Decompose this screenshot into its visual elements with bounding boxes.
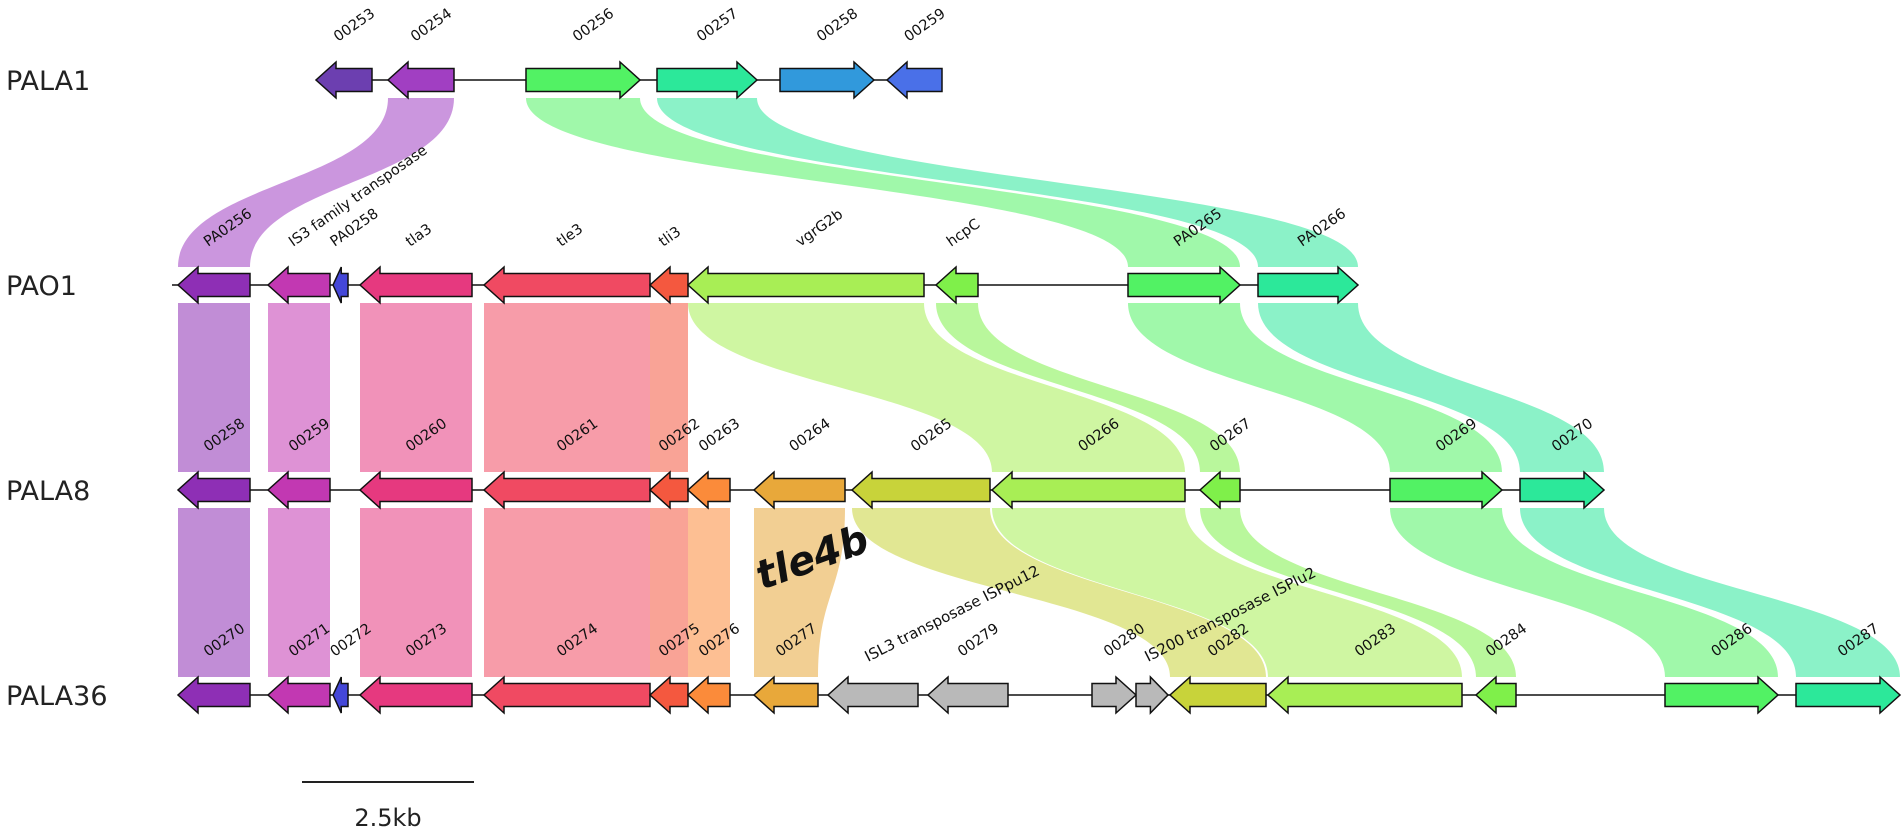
gene-label: hcpC xyxy=(944,216,983,250)
gene-arrow xyxy=(1127,265,1242,305)
gene-arrow xyxy=(1198,470,1241,510)
homology-link xyxy=(1128,303,1502,472)
gene-arrow xyxy=(686,265,925,305)
homology-link xyxy=(178,98,454,267)
gene-arrow xyxy=(648,470,689,510)
gene-arrow xyxy=(648,675,689,715)
homology-link xyxy=(688,508,730,677)
homology-links xyxy=(178,98,1900,677)
gene-label: 00258 xyxy=(814,6,861,46)
homology-link xyxy=(484,303,650,472)
isl3-transposase-label: ISL3 transposase ISPpu12 xyxy=(862,562,1043,666)
gene-label: 00265 xyxy=(908,416,955,456)
gene-arrow xyxy=(1389,470,1504,510)
gene-arrow xyxy=(525,60,642,100)
scale-bar-label: 2.5kb xyxy=(354,804,421,831)
homology-link xyxy=(178,508,250,677)
gene-label: tle3 xyxy=(554,221,586,250)
gene-label: 00257 xyxy=(694,6,741,46)
homology-link xyxy=(178,303,250,472)
gene-label: 00264 xyxy=(787,416,834,456)
gene-label: 00254 xyxy=(408,6,455,46)
homology-link xyxy=(1200,508,1516,677)
gene-label: vgrG2b xyxy=(793,207,846,251)
track-name: PALA36 xyxy=(6,681,108,712)
gene-arrow xyxy=(686,675,731,715)
gene-arrow xyxy=(1795,675,1902,715)
track-name: PALA8 xyxy=(6,476,90,507)
gene-arrow xyxy=(926,675,1009,715)
gene-arrow xyxy=(266,470,331,510)
gene-arrow xyxy=(332,266,349,304)
gene-arrow xyxy=(482,265,651,305)
homology-link xyxy=(992,508,1462,677)
gene-arrow xyxy=(332,676,349,714)
gene-arrow xyxy=(826,675,919,715)
track-pao1: PAO1 xyxy=(6,265,1360,305)
homology-link xyxy=(657,98,1358,267)
gene-arrow xyxy=(314,60,373,100)
gene-arrow xyxy=(990,470,1186,510)
gene-arrow xyxy=(1664,675,1780,715)
homology-link xyxy=(1390,508,1778,677)
gene-arrow xyxy=(358,265,473,305)
gene-label: tla3 xyxy=(403,221,435,250)
homology-link xyxy=(484,508,650,677)
homology-link xyxy=(688,303,1185,472)
gene-arrow xyxy=(358,675,473,715)
gene-arrow xyxy=(482,675,651,715)
gene-arrow xyxy=(266,265,331,305)
gene-arrow xyxy=(656,60,759,100)
gene-arrow xyxy=(176,265,251,305)
gene-label: 00263 xyxy=(696,416,743,456)
gene-arrow xyxy=(266,675,331,715)
gene-arrow xyxy=(1266,675,1463,715)
gene-label: 00259 xyxy=(902,6,949,46)
homology-link xyxy=(754,508,845,677)
gene-arrow xyxy=(934,265,979,305)
gene-arrow xyxy=(752,470,846,510)
gene-arrow xyxy=(1519,470,1606,510)
gene-arrow xyxy=(686,470,731,510)
gene-arrow xyxy=(1168,675,1267,715)
homology-link xyxy=(268,303,330,472)
track-pala8: PALA8 xyxy=(6,470,1606,510)
gene-arrow xyxy=(176,675,251,715)
homology-link xyxy=(650,508,688,677)
gene-arrow xyxy=(1135,675,1170,715)
scale-bar: 2.5kb xyxy=(302,781,474,831)
gene-arrow xyxy=(1091,675,1138,715)
homology-link xyxy=(268,508,330,677)
gene-arrow xyxy=(482,470,651,510)
track-pala36: PALA36 xyxy=(6,675,1902,715)
track-name: PAO1 xyxy=(6,271,77,302)
gene-label: 00256 xyxy=(570,6,617,46)
homology-link xyxy=(852,508,1266,677)
homology-link xyxy=(650,303,688,472)
gene-arrow xyxy=(850,470,991,510)
gene-arrow xyxy=(885,60,943,100)
gene-label: 00279 xyxy=(955,621,1002,661)
gene-arrow xyxy=(1257,265,1360,305)
homology-link xyxy=(1258,303,1604,472)
homology-link xyxy=(526,98,1240,267)
gene-arrow xyxy=(779,60,876,100)
gene-arrow xyxy=(176,470,251,510)
gene-label: 00253 xyxy=(331,6,378,46)
gene-label: tli3 xyxy=(656,224,684,250)
homology-link xyxy=(360,303,472,472)
homology-link xyxy=(1520,508,1900,677)
gene-arrow xyxy=(1474,675,1517,715)
gene-arrow xyxy=(386,60,455,100)
track-pala1: PALA1 xyxy=(6,60,943,100)
gene-arrow xyxy=(648,265,689,305)
homology-link xyxy=(936,303,1240,472)
gene-arrow xyxy=(752,675,819,715)
track-name: PALA1 xyxy=(6,66,90,97)
homology-link xyxy=(360,508,472,677)
gene-arrow xyxy=(358,470,473,510)
